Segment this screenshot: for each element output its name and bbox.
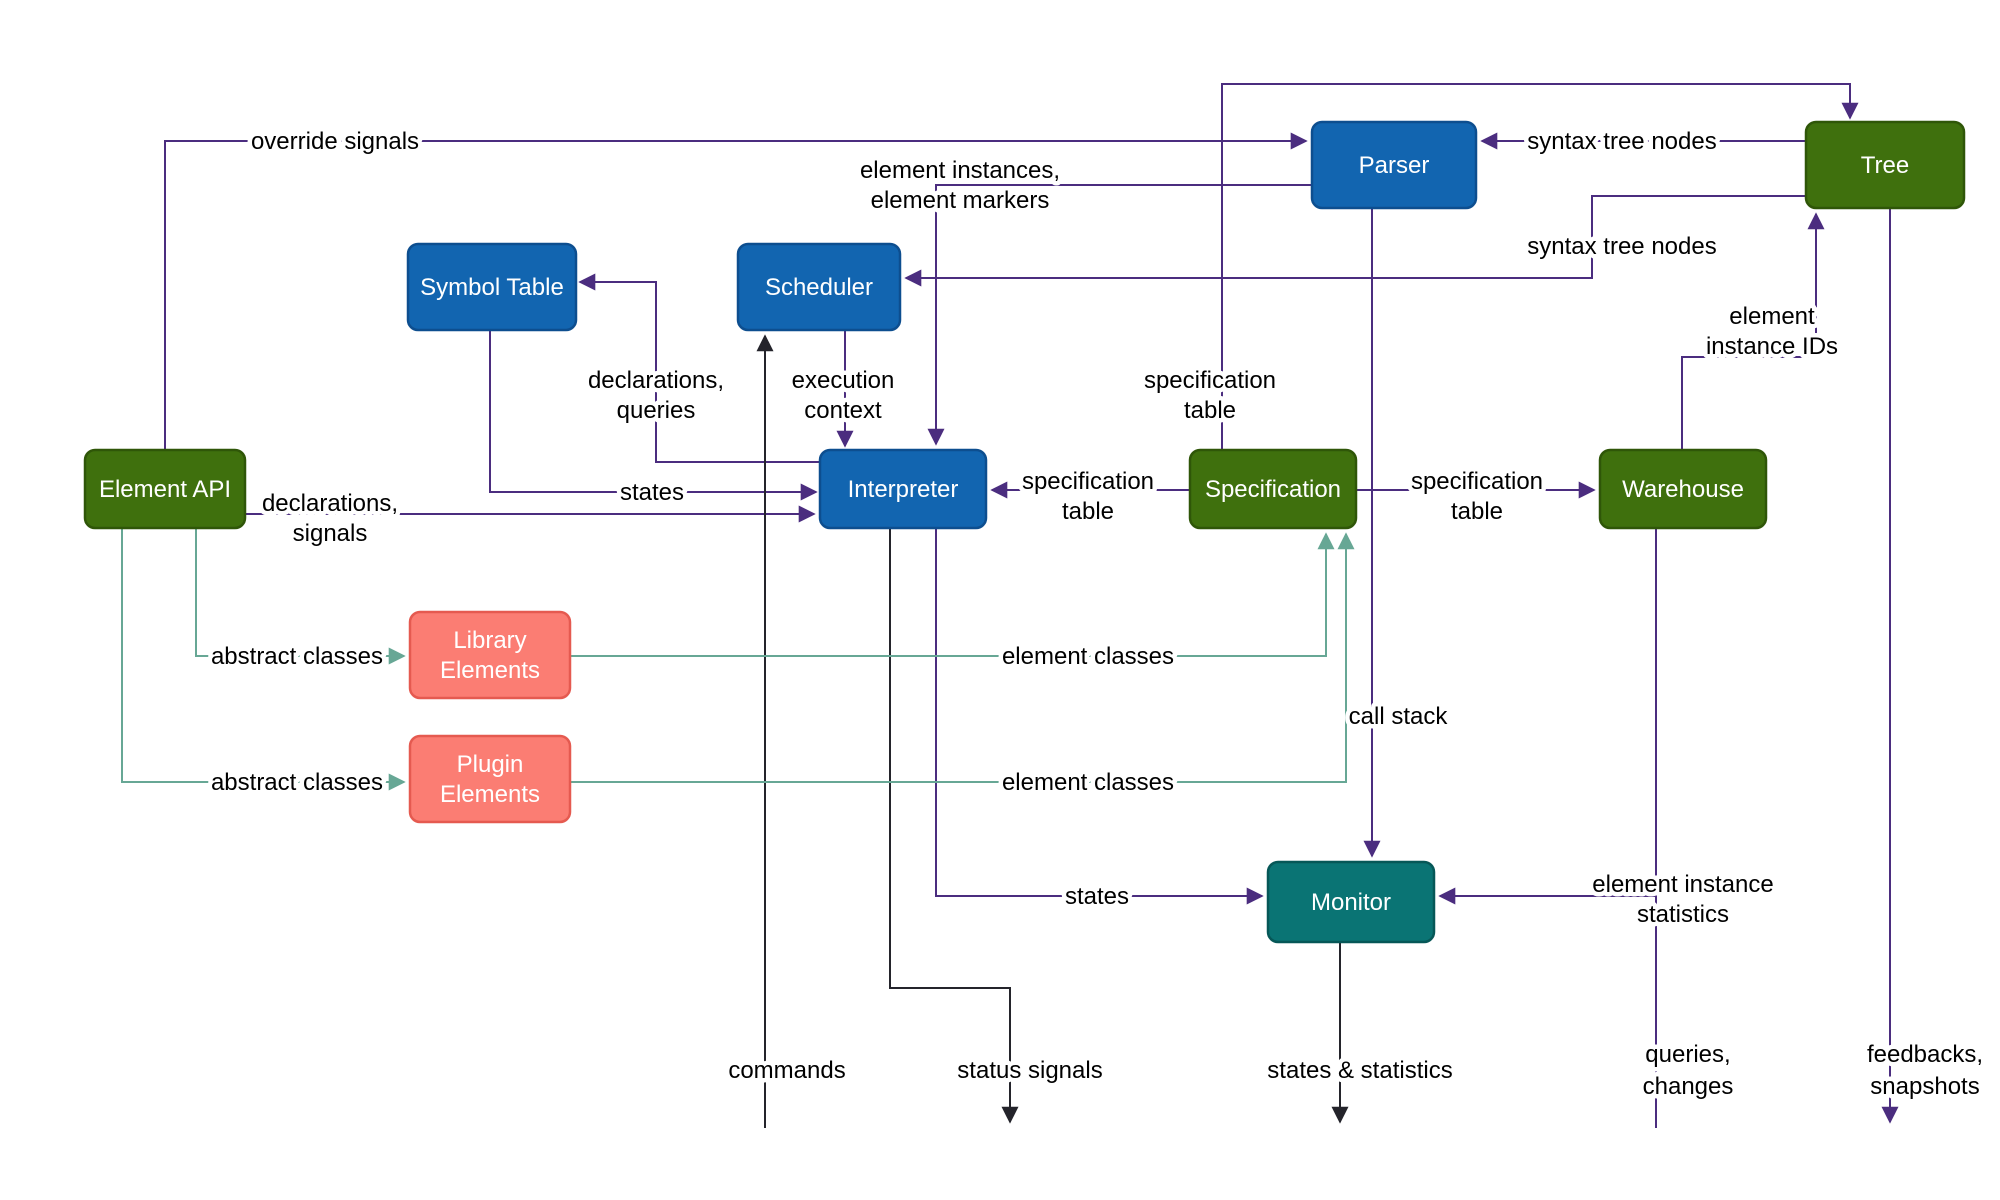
node-label-symbol-table: Symbol Table [420, 274, 564, 301]
edge-syntax-tree-nodes-scheduler [904, 195, 1806, 287]
edge-element-instance-ids [1681, 212, 1825, 450]
edge-abstract-classes-library [195, 528, 406, 665]
specification-box [1188, 448, 1358, 530]
node-parser: Parser [1310, 120, 1478, 210]
node-label-warehouse: Warehouse [1622, 476, 1744, 503]
warehouse-box [1598, 448, 1768, 530]
node-scheduler: Scheduler [736, 242, 902, 332]
node-specification: Specification [1188, 448, 1358, 530]
edge-label-syntax-tree-nodes-scheduler: syntax tree nodes [1527, 233, 1716, 260]
edge-label-abstract-classes-library: abstract classes [211, 643, 383, 670]
edge-label-feedbacks-snapshots: feedbacks,snapshots [1867, 1041, 1983, 1100]
edge-label-call-stack: call stack [1349, 703, 1449, 730]
edge-override-signals [164, 132, 1308, 450]
edge-element-classes-plugin [570, 532, 1355, 783]
node-label-parser: Parser [1359, 152, 1430, 179]
edge-label-declarations-queries: declarations,queries [588, 367, 724, 424]
edge-label-element-classes-library: element classes [1002, 643, 1174, 670]
node-interpreter: Interpreter [818, 448, 988, 530]
edge-label-declarations-signals: declarations,signals [262, 490, 398, 547]
node-label-tree: Tree [1861, 152, 1909, 179]
node-label-element-api: Element API [99, 476, 231, 503]
parser-box [1310, 120, 1478, 210]
edge-abstract-classes-plugin [121, 528, 406, 791]
edge-element-instance-statistics [1438, 528, 1657, 905]
node-label-interpreter: Interpreter [848, 476, 959, 503]
element-api-box [83, 448, 247, 530]
edge-label-element-instances-markers: element instances,element markers [860, 157, 1060, 214]
edge-element-classes-library [570, 532, 1335, 657]
node-label-monitor: Monitor [1311, 889, 1391, 916]
edge-label-queries-changes: queries,changes [1643, 1041, 1734, 1100]
node-monitor: Monitor [1266, 860, 1436, 944]
edge-status-signals [889, 528, 1019, 1124]
scheduler-box [736, 242, 902, 332]
edge-states-symbol-table [489, 330, 818, 501]
edge-declarations-queries [578, 273, 820, 463]
symbol-table-box [406, 242, 578, 332]
edge-label-override-signals: override signals [251, 128, 419, 155]
node-symbol-table: Symbol Table [406, 242, 578, 332]
edge-label-states-statistics: states & statistics [1267, 1057, 1452, 1084]
edge-specification-table-tree [1221, 83, 1859, 450]
edge-label-states-monitor: states [1065, 883, 1129, 910]
node-tree: Tree [1804, 120, 1966, 210]
edge-label-status-signals: status signals [957, 1057, 1102, 1084]
monitor-box [1266, 860, 1436, 944]
node-element-api: Element API [83, 448, 247, 530]
tree-box [1804, 120, 1966, 210]
edge-label-abstract-classes-plugin: abstract classes [211, 769, 383, 796]
edge-label-commands: commands [728, 1057, 845, 1084]
interpreter-box [818, 448, 988, 530]
node-label-specification: Specification [1205, 476, 1341, 503]
edge-label-element-classes-plugin: element classes [1002, 769, 1174, 796]
node-label-scheduler: Scheduler [765, 274, 873, 301]
edge-label-states-symbol-table: states [620, 479, 684, 506]
node-warehouse: Warehouse [1598, 448, 1768, 530]
edge-states-monitor [935, 528, 1264, 905]
edge-element-instances-markers [927, 184, 1312, 446]
edge-label-syntax-tree-nodes-parser: syntax tree nodes [1527, 128, 1716, 155]
plugin-elements-box [408, 734, 572, 824]
library-elements-box [408, 610, 572, 700]
